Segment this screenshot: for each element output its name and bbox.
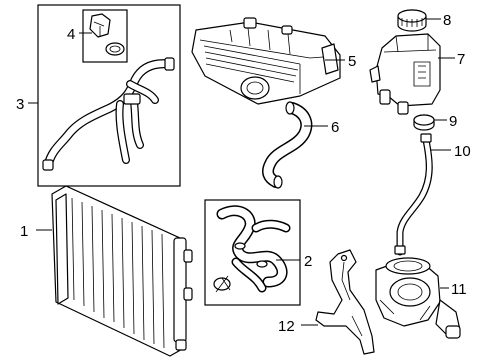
- radiator-part: [51, 185, 193, 357]
- callout-3: 3: [16, 96, 24, 113]
- hose-kit-box: [204, 199, 301, 306]
- fitting-part: [89, 13, 125, 56]
- seal-ring: [413, 114, 435, 131]
- pump-bracket: [315, 249, 375, 355]
- reservoir-cap: [397, 9, 427, 32]
- callout-11: 11: [451, 281, 467, 298]
- coolant-hose: [42, 57, 175, 171]
- callout-2: 2: [304, 253, 312, 270]
- callout-9: 9: [449, 113, 457, 130]
- callout-1: 1: [20, 223, 28, 240]
- pump-hose: [394, 133, 433, 256]
- coolant-reservoir: [369, 33, 441, 115]
- callout-12: 12: [278, 318, 295, 335]
- intercooler-part: [191, 17, 341, 105]
- water-pump: [375, 257, 461, 339]
- callout-6: 6: [331, 119, 339, 136]
- fitting-inset-box: [82, 9, 128, 63]
- callout-8: 8: [443, 12, 451, 29]
- callout-5: 5: [348, 53, 356, 70]
- callout-4: 4: [67, 26, 75, 43]
- hose-assembly-group: [37, 4, 181, 187]
- callout-7: 7: [457, 51, 465, 68]
- intercooler-hose: [262, 101, 313, 189]
- hose-kit-group: [204, 199, 301, 306]
- hose-group-box: [37, 4, 181, 187]
- callout-10: 10: [454, 143, 471, 160]
